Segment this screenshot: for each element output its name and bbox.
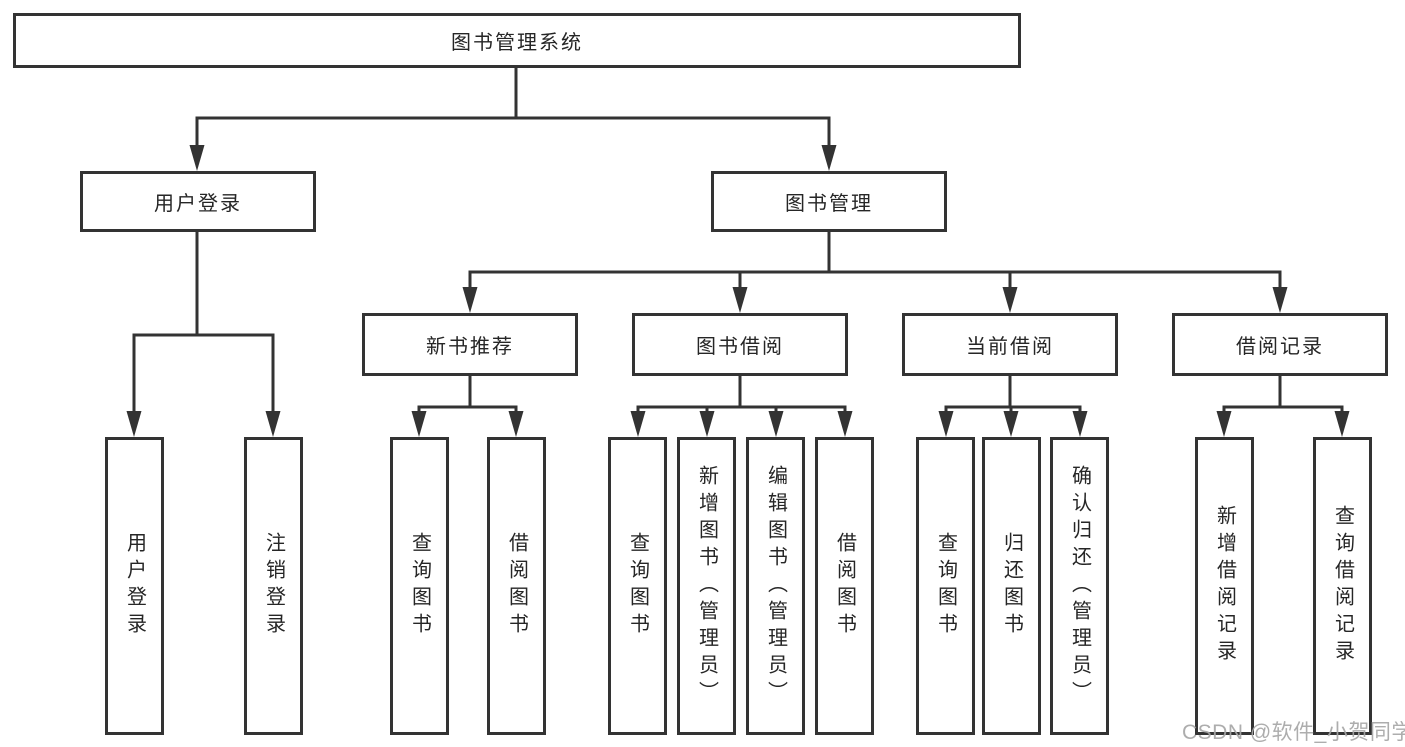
node-root-system: 图书管理系统 xyxy=(13,13,1021,68)
node-borrowing-records: 借阅记录 xyxy=(1172,313,1388,376)
leaf-borrow-borrow-book: 借阅图书 xyxy=(815,437,874,735)
leaf-label: 借阅图书 xyxy=(833,532,856,640)
leaf-label: 用户登录 xyxy=(123,532,146,640)
node-user-login: 用户登录 xyxy=(80,171,316,232)
leaf-logout: 注销登录 xyxy=(244,437,303,735)
node-book-management: 图书管理 xyxy=(711,171,947,232)
leaf-label: 注销登录 xyxy=(262,532,285,640)
leaf-borrow-add-book-admin: 新增图书（管理员） xyxy=(677,437,736,735)
leaf-current-return-book: 归还图书 xyxy=(982,437,1041,735)
leaf-label: 查询图书 xyxy=(934,532,957,640)
node-new-book-recommend: 新书推荐 xyxy=(362,313,578,376)
leaf-user-login: 用户登录 xyxy=(105,437,164,735)
leaf-label: 编辑图书（管理员） xyxy=(764,464,787,708)
leaf-label: 查询图书 xyxy=(626,532,649,640)
leaf-label: 新增借阅记录 xyxy=(1213,505,1236,667)
leaf-records-query-record: 查询借阅记录 xyxy=(1313,437,1372,735)
leaf-label: 新增图书（管理员） xyxy=(695,464,718,708)
leaf-borrow-query-book: 查询图书 xyxy=(608,437,667,735)
leaf-records-add-record: 新增借阅记录 xyxy=(1195,437,1254,735)
leaf-label: 借阅图书 xyxy=(505,532,528,640)
leaf-label: 查询图书 xyxy=(408,532,431,640)
leaf-current-query-book: 查询图书 xyxy=(916,437,975,735)
leaf-rec-borrow-book: 借阅图书 xyxy=(487,437,546,735)
leaf-borrow-edit-book-admin: 编辑图书（管理员） xyxy=(746,437,805,735)
node-current-borrowing: 当前借阅 xyxy=(902,313,1118,376)
leaf-current-confirm-return-admin: 确认归还（管理员） xyxy=(1050,437,1109,735)
leaf-label: 确认归还（管理员） xyxy=(1068,464,1091,708)
csdn-watermark: CSDN @软件_小贺同学 xyxy=(1182,721,1405,744)
node-book-borrowing: 图书借阅 xyxy=(632,313,848,376)
leaf-label: 查询借阅记录 xyxy=(1331,505,1354,667)
leaf-rec-query-book: 查询图书 xyxy=(390,437,449,735)
leaf-label: 归还图书 xyxy=(1000,532,1023,640)
